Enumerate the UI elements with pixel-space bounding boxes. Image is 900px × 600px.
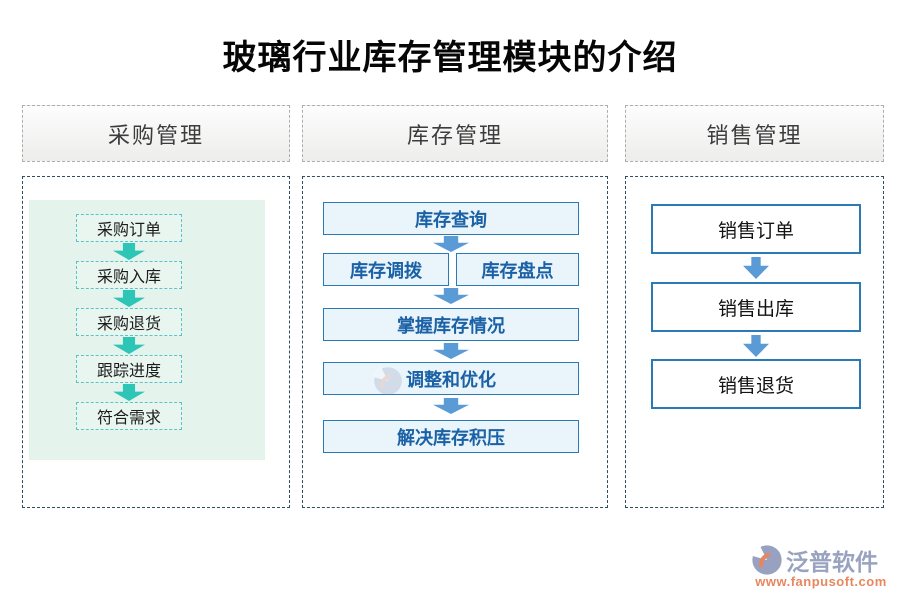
- brand-watermark-row: 泛普软件: [750, 543, 892, 577]
- flow-node-purchase-return: 采购退货: [76, 308, 182, 336]
- down-arrow-icon: [743, 257, 769, 279]
- down-arrow-icon: [433, 343, 469, 359]
- down-arrow-icon: [113, 243, 145, 260]
- flow-node-sales-return: 销售退货: [651, 359, 861, 409]
- down-arrow-icon: [433, 288, 469, 304]
- brand-watermark: 泛普软件 www.fanpusoft.com: [750, 543, 892, 589]
- column-header-inventory: 库存管理: [302, 105, 608, 162]
- flow-node-stock-transfer: 库存调拨: [323, 253, 449, 286]
- flow-node-solve-overstock: 解决库存积压: [323, 420, 579, 453]
- brand-url: www.fanpusoft.com: [755, 574, 887, 589]
- flow-node-stock-query: 库存查询: [323, 202, 579, 235]
- flow-node-meet-demand: 符合需求: [76, 402, 182, 430]
- down-arrow-icon: [433, 398, 469, 414]
- fanpu-logo-icon: [750, 543, 782, 575]
- brand-name: 泛普软件: [786, 549, 878, 575]
- flow-node-sales-outbound: 销售出库: [651, 282, 861, 332]
- flow-node-track-progress: 跟踪进度: [76, 355, 182, 383]
- down-arrow-icon: [113, 290, 145, 307]
- flow-node-adjust-optimize: 调整和优化: [323, 362, 579, 395]
- flow-node-purchase-order: 采购订单: [76, 214, 182, 242]
- purchase-flow-background: 采购订单 采购入库 采购退货 跟踪进度 符合需求: [29, 200, 265, 460]
- purchase-flow-stack: 采购订单 采购入库 采购退货 跟踪进度 符合需求: [76, 214, 182, 430]
- down-arrow-icon: [743, 335, 769, 357]
- down-arrow-icon: [113, 337, 145, 354]
- inventory-flow-panel: 库存查询 库存调拨 库存盘点 掌握库存情况 调整和优化 解决库存积压: [302, 176, 608, 508]
- flow-node-purchase-inbound: 采购入库: [76, 261, 182, 289]
- column-header-purchase: 采购管理: [22, 105, 290, 162]
- watermark-ghost-logo-icon: [372, 365, 402, 395]
- flow-node-stock-count: 库存盘点: [456, 253, 579, 286]
- flow-node-grasp-stock-status: 掌握库存情况: [323, 308, 579, 341]
- down-arrow-icon: [113, 384, 145, 401]
- purchase-flow-panel: 采购订单 采购入库 采购退货 跟踪进度 符合需求: [22, 176, 290, 508]
- page-title: 玻璃行业库存管理模块的介绍: [222, 39, 678, 77]
- down-arrow-icon: [433, 236, 469, 252]
- flow-node-sales-order: 销售订单: [651, 204, 861, 254]
- sales-flow-panel: 销售订单 销售出库 销售退货: [625, 176, 884, 508]
- column-header-sales: 销售管理: [625, 105, 884, 162]
